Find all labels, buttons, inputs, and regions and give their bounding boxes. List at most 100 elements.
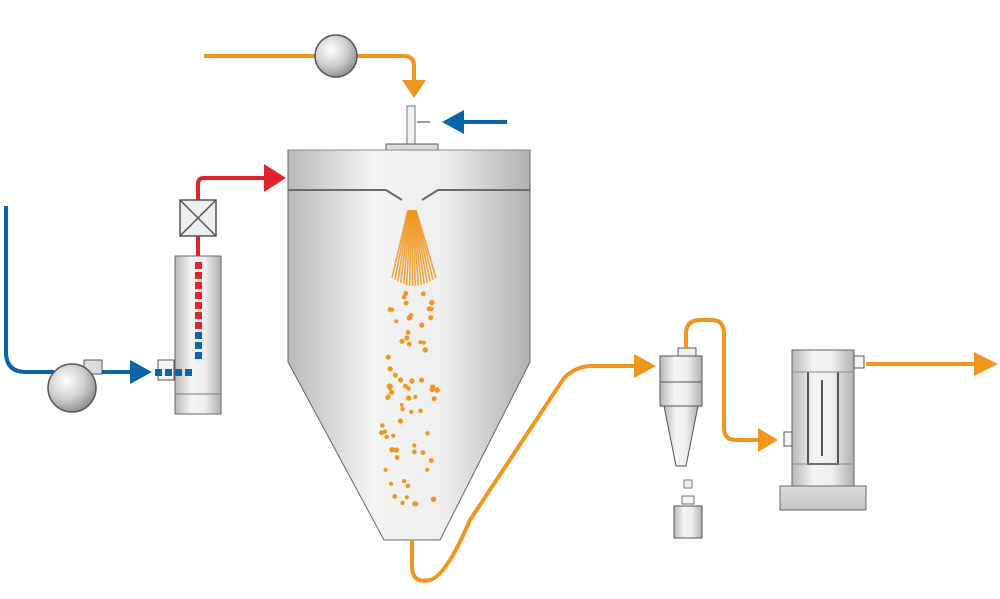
droplet (382, 429, 388, 434)
droplet (389, 481, 394, 486)
coil-segment (185, 369, 192, 376)
coil-segment (195, 302, 202, 309)
droplet (408, 313, 414, 318)
spray-streak (414, 209, 434, 280)
droplet (418, 408, 423, 414)
inlet-air-line (4, 206, 152, 384)
spray-streak (415, 209, 437, 279)
droplet (393, 372, 398, 378)
coil-segment (195, 332, 202, 339)
spray-streak (408, 209, 412, 286)
heated-air-line (196, 164, 286, 256)
droplet (429, 306, 434, 312)
coil-segment (195, 272, 202, 279)
droplet (403, 300, 409, 306)
spray-streak (391, 209, 409, 279)
droplet (400, 407, 405, 412)
droplet (414, 501, 419, 507)
droplet (428, 458, 434, 463)
droplet (406, 341, 412, 347)
spray-streak (397, 209, 410, 282)
droplet-cloud (379, 291, 440, 507)
droplet (420, 450, 426, 455)
droplet (406, 386, 411, 391)
product-stream-line (410, 354, 656, 583)
droplet (389, 447, 395, 453)
spray-streak (412, 209, 423, 286)
spray-streak (413, 209, 428, 283)
droplet (425, 467, 430, 472)
pump-icon (314, 34, 358, 78)
cyclone-icon (659, 355, 703, 383)
blower (47, 359, 103, 413)
spray-streak (412, 209, 420, 286)
droplet (421, 340, 426, 345)
valve (179, 199, 217, 237)
droplet (429, 299, 435, 306)
hot-air-arrow-icon (264, 164, 286, 192)
spray-streak (411, 209, 417, 286)
droplet (397, 418, 403, 424)
droplet (404, 495, 409, 500)
droplet (400, 500, 405, 506)
exhaust-out-arrow-icon (974, 352, 998, 376)
coil-segment (195, 352, 202, 359)
droplet (418, 340, 423, 345)
droplet (387, 366, 393, 372)
coil-segment (175, 369, 182, 376)
product-collector (673, 505, 703, 539)
spray-streak (394, 209, 410, 280)
feed-arrow-icon (402, 80, 426, 98)
coil-segment (195, 322, 202, 329)
coil-segment (195, 282, 202, 289)
atomizing-gas-line (442, 110, 507, 134)
droplet (420, 291, 426, 297)
coil-segment (195, 342, 202, 349)
spray-streak (405, 209, 412, 285)
droplet (394, 319, 399, 324)
droplet (405, 330, 411, 335)
droplet (394, 455, 400, 460)
droplet (393, 447, 399, 453)
gas-arrow-icon (442, 110, 464, 134)
spray-streak (413, 209, 426, 285)
droplet (379, 430, 384, 436)
droplet (413, 394, 418, 399)
exhaust-arrow-icon (758, 428, 778, 452)
droplet (399, 338, 405, 344)
air-heater (157, 255, 222, 415)
exhaust-filter (779, 349, 867, 511)
droplet (403, 291, 409, 296)
droplet (412, 449, 417, 455)
droplet (401, 294, 407, 300)
spray-streak (402, 209, 411, 285)
droplet (398, 377, 404, 383)
droplet (391, 433, 396, 438)
droplet (428, 315, 434, 321)
heating-coil (155, 262, 202, 376)
spray-streak (400, 209, 411, 283)
coil-segment (155, 369, 162, 376)
exhaust-transfer-line (684, 318, 778, 452)
droplet (392, 494, 398, 499)
droplet (434, 387, 440, 393)
droplet (386, 383, 393, 390)
spray-streak (410, 209, 414, 286)
droplet (425, 431, 430, 436)
droplet (419, 377, 425, 383)
coil-segment (165, 369, 172, 376)
droplet (431, 396, 437, 402)
droplet (422, 347, 428, 353)
droplet (380, 423, 385, 428)
spray-streak (414, 209, 431, 282)
blower-icon (47, 363, 97, 413)
droplet (389, 389, 395, 395)
droplet (386, 394, 391, 399)
droplet (406, 395, 412, 401)
droplet (384, 434, 389, 440)
spray-cone (391, 209, 437, 286)
droplet (405, 483, 411, 489)
droplet (403, 383, 408, 389)
